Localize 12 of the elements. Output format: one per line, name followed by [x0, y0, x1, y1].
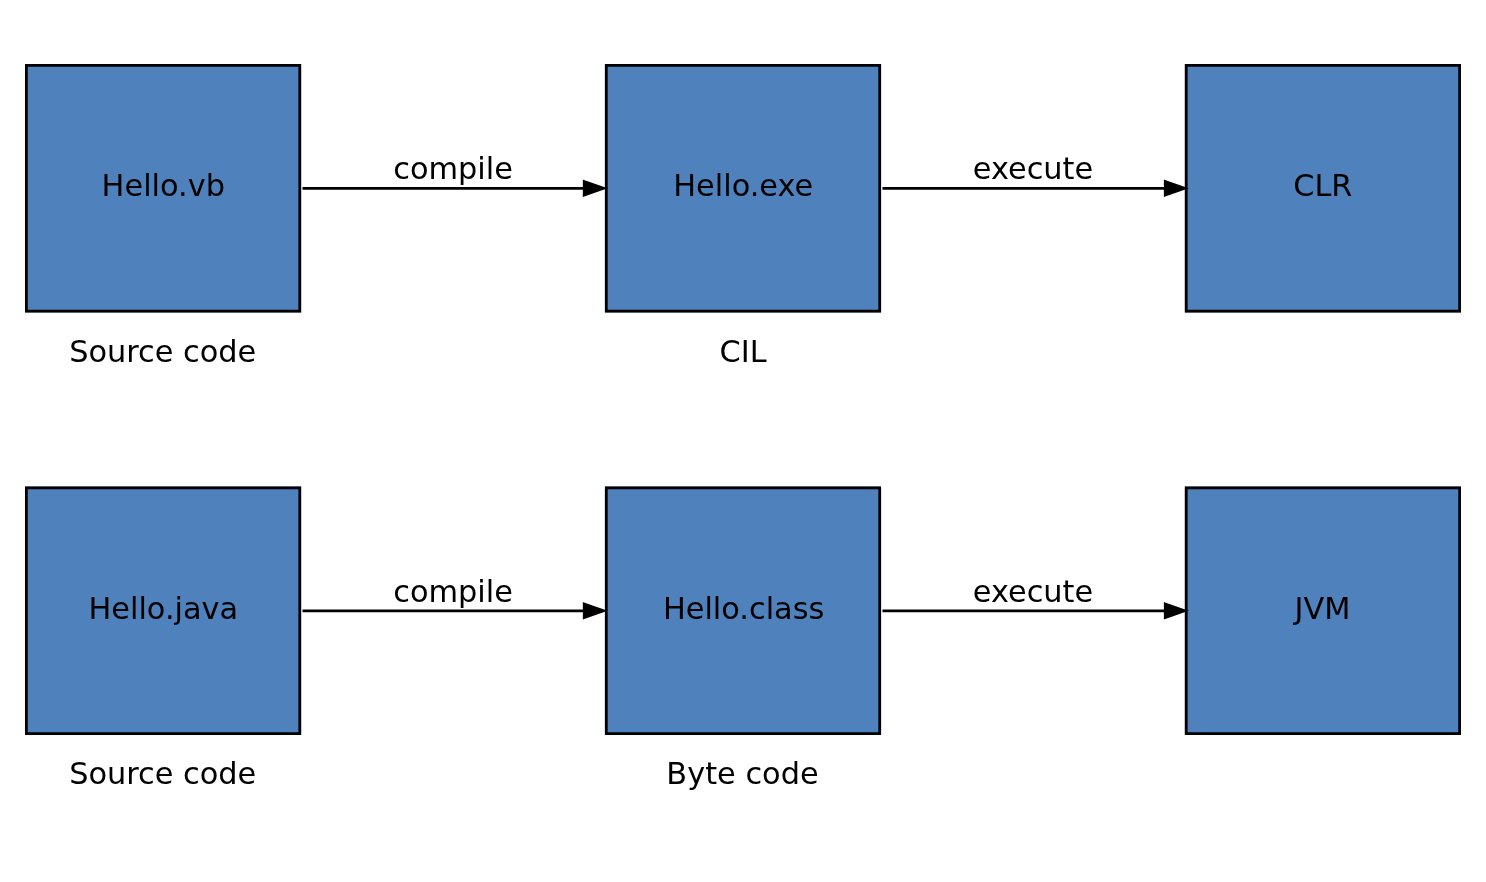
arrow — [882, 602, 1189, 620]
edge-label: execute — [972, 574, 1094, 609]
node-label: Source code — [69, 756, 257, 792]
edge-label: execute — [972, 151, 1094, 187]
edge-label: compile — [393, 574, 513, 609]
arrow — [882, 179, 1189, 198]
arrow — [302, 179, 608, 198]
node-label: Byte code — [666, 756, 819, 792]
arrow — [302, 602, 608, 620]
edge-label: compile — [393, 151, 513, 187]
node-label: CIL — [719, 333, 767, 369]
node-label: Source code — [69, 333, 257, 369]
